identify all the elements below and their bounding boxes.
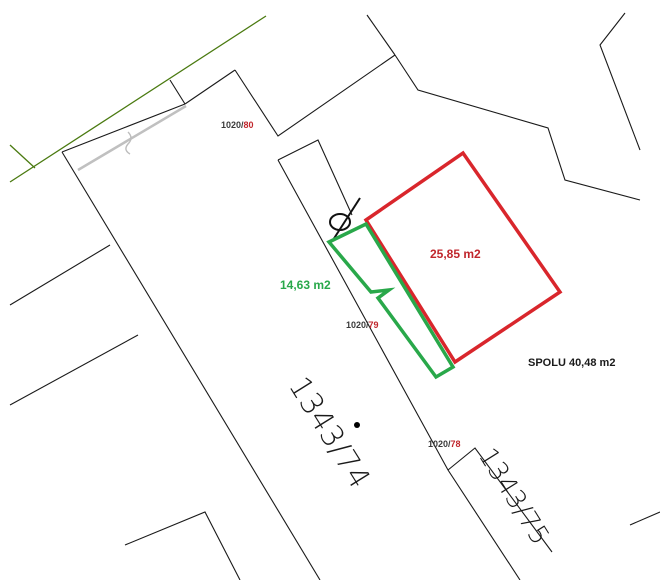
parcel-ref-label: 1020/78	[428, 439, 461, 449]
parcel-number-strip: 1343/75	[472, 443, 555, 551]
parcel-marker-dot	[354, 422, 360, 428]
red-area-polygon[interactable]	[363, 150, 563, 365]
fence-symbol-icon	[125, 131, 132, 155]
green-area-polygon[interactable]	[326, 221, 456, 380]
green-area-label: 14,63 m2	[280, 278, 331, 292]
letter-d-symbol	[329, 197, 361, 241]
parcel-number-main: 1343/74	[281, 371, 377, 495]
parcel-ref-label: 1020/80	[221, 120, 254, 130]
red-area-label: 25,85 m2	[430, 247, 481, 261]
parcel-boundaries	[9, 12, 660, 580]
road-edge	[9, 15, 267, 183]
fence-line	[77, 104, 187, 172]
parcel-ref-label: 1020/79	[346, 320, 379, 330]
total-area-label: SPOLU 40,48 m2	[528, 357, 615, 369]
